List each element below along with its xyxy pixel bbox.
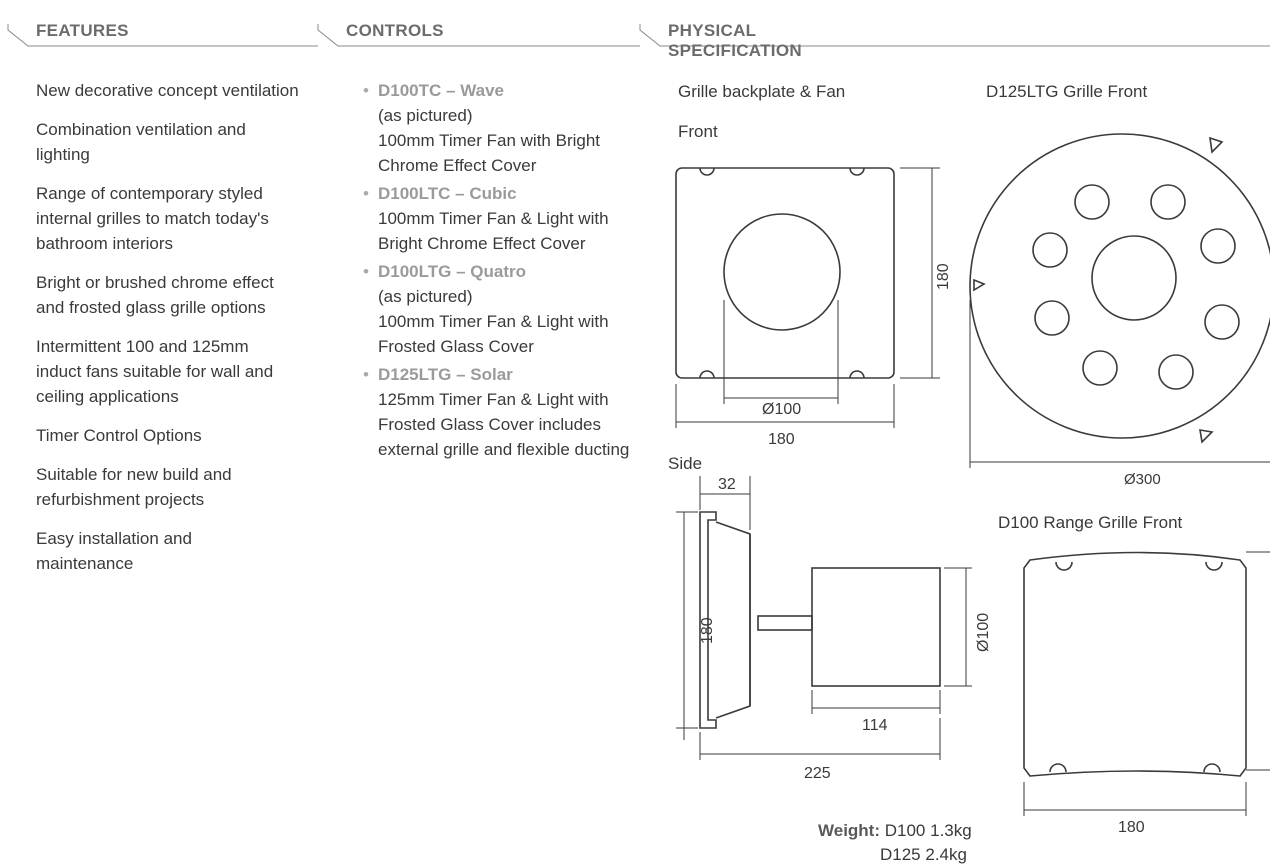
dim-side-depth: 32 [718, 476, 736, 493]
controls-header-text: CONTROLS [346, 21, 444, 40]
controls-list: • D100TC – Wave (as pictured) 100mm Time… [363, 78, 640, 465]
bullet-icon: • [363, 365, 369, 384]
control-note: (as pictured) [378, 106, 473, 125]
dim-side-fan-len: 114 [862, 717, 888, 734]
control-item: • D100TC – Wave (as pictured) 100mm Time… [363, 78, 640, 178]
weight-line-d125: D125 2.4kg [818, 843, 972, 867]
d125-title: D125LTG Grille Front [986, 82, 1148, 101]
front-label: Front [678, 122, 718, 141]
control-desc: 100mm Timer Fan with Bright Chrome Effec… [378, 131, 601, 175]
side-label: Side [668, 454, 703, 473]
bullet-icon: • [363, 262, 369, 281]
dim-side-total: 225 [804, 765, 831, 782]
bullet-icon: • [363, 184, 369, 203]
d100-title: D100 Range Grille Front [998, 513, 1183, 532]
control-name: D100LTG – Quatro [378, 262, 526, 281]
control-item: • D125LTG – Solar 125mm Timer Fan & Ligh… [363, 362, 640, 462]
dim-d125-dia: Ø300 [1124, 471, 1161, 488]
control-item: • D100LTC – Cubic 100mm Timer Fan & Ligh… [363, 181, 640, 256]
d100-grille-drawing [1023, 551, 1247, 777]
features-header-text: FEATURES [36, 21, 129, 40]
dim-d100-width: 180 [1118, 819, 1145, 836]
dim-front-height: 180 [935, 263, 952, 290]
weight-d125: D125 2.4kg [880, 845, 967, 864]
feature-item: Bright or brushed chrome effect and fros… [36, 273, 274, 317]
features-list: New decorative concept ventilation Combi… [36, 78, 301, 590]
dim-side-fan-dia: Ø100 [975, 613, 992, 652]
weight-d100: D100 1.3kg [884, 821, 972, 840]
feature-item: Combination ventilation and lighting [36, 120, 246, 164]
dimension-lines [675, 167, 1270, 816]
feature-item: Suitable for new build and refurbishment… [36, 465, 232, 509]
feature-item: Intermittent 100 and 125mm induct fans s… [36, 337, 274, 406]
control-name: D125LTG – Solar [378, 365, 513, 384]
header-dividers [7, 24, 1270, 47]
d125-grille-drawing [969, 133, 1270, 444]
control-desc: 100mm Timer Fan & Light with Frosted Gla… [378, 312, 609, 356]
side-view-drawing [699, 511, 941, 729]
weight-label: Weight: [818, 821, 881, 840]
dim-front-hole: Ø100 [762, 401, 801, 418]
physical-header-text: PHYSICAL SPECIFICATION [668, 21, 802, 60]
control-name: D100TC – Wave [378, 81, 504, 100]
control-desc: 100mm Timer Fan & Light with Bright Chro… [378, 209, 609, 253]
feature-item: Range of contemporary styled internal gr… [36, 184, 269, 253]
bullet-icon: • [363, 81, 369, 100]
weight-line-d100: Weight: D100 1.3kg [818, 819, 972, 843]
backplate-title: Grille backplate & Fan [678, 82, 846, 101]
control-desc: 125mm Timer Fan & Light with Frosted Gla… [378, 390, 630, 459]
control-note: (as pictured) [378, 287, 473, 306]
front-view-drawing [675, 167, 895, 379]
dim-side-height: 180 [699, 617, 716, 644]
feature-item: New decorative concept ventilation [36, 81, 299, 100]
feature-item: Easy installation and maintenance [36, 529, 192, 573]
control-name: D100LTC – Cubic [378, 184, 517, 203]
control-item: • D100LTG – Quatro (as pictured) 100mm T… [363, 259, 640, 359]
dim-front-width: 180 [768, 431, 795, 448]
weight-block: Weight: D100 1.3kg D125 2.4kg [818, 819, 972, 867]
feature-item: Timer Control Options [36, 426, 202, 445]
